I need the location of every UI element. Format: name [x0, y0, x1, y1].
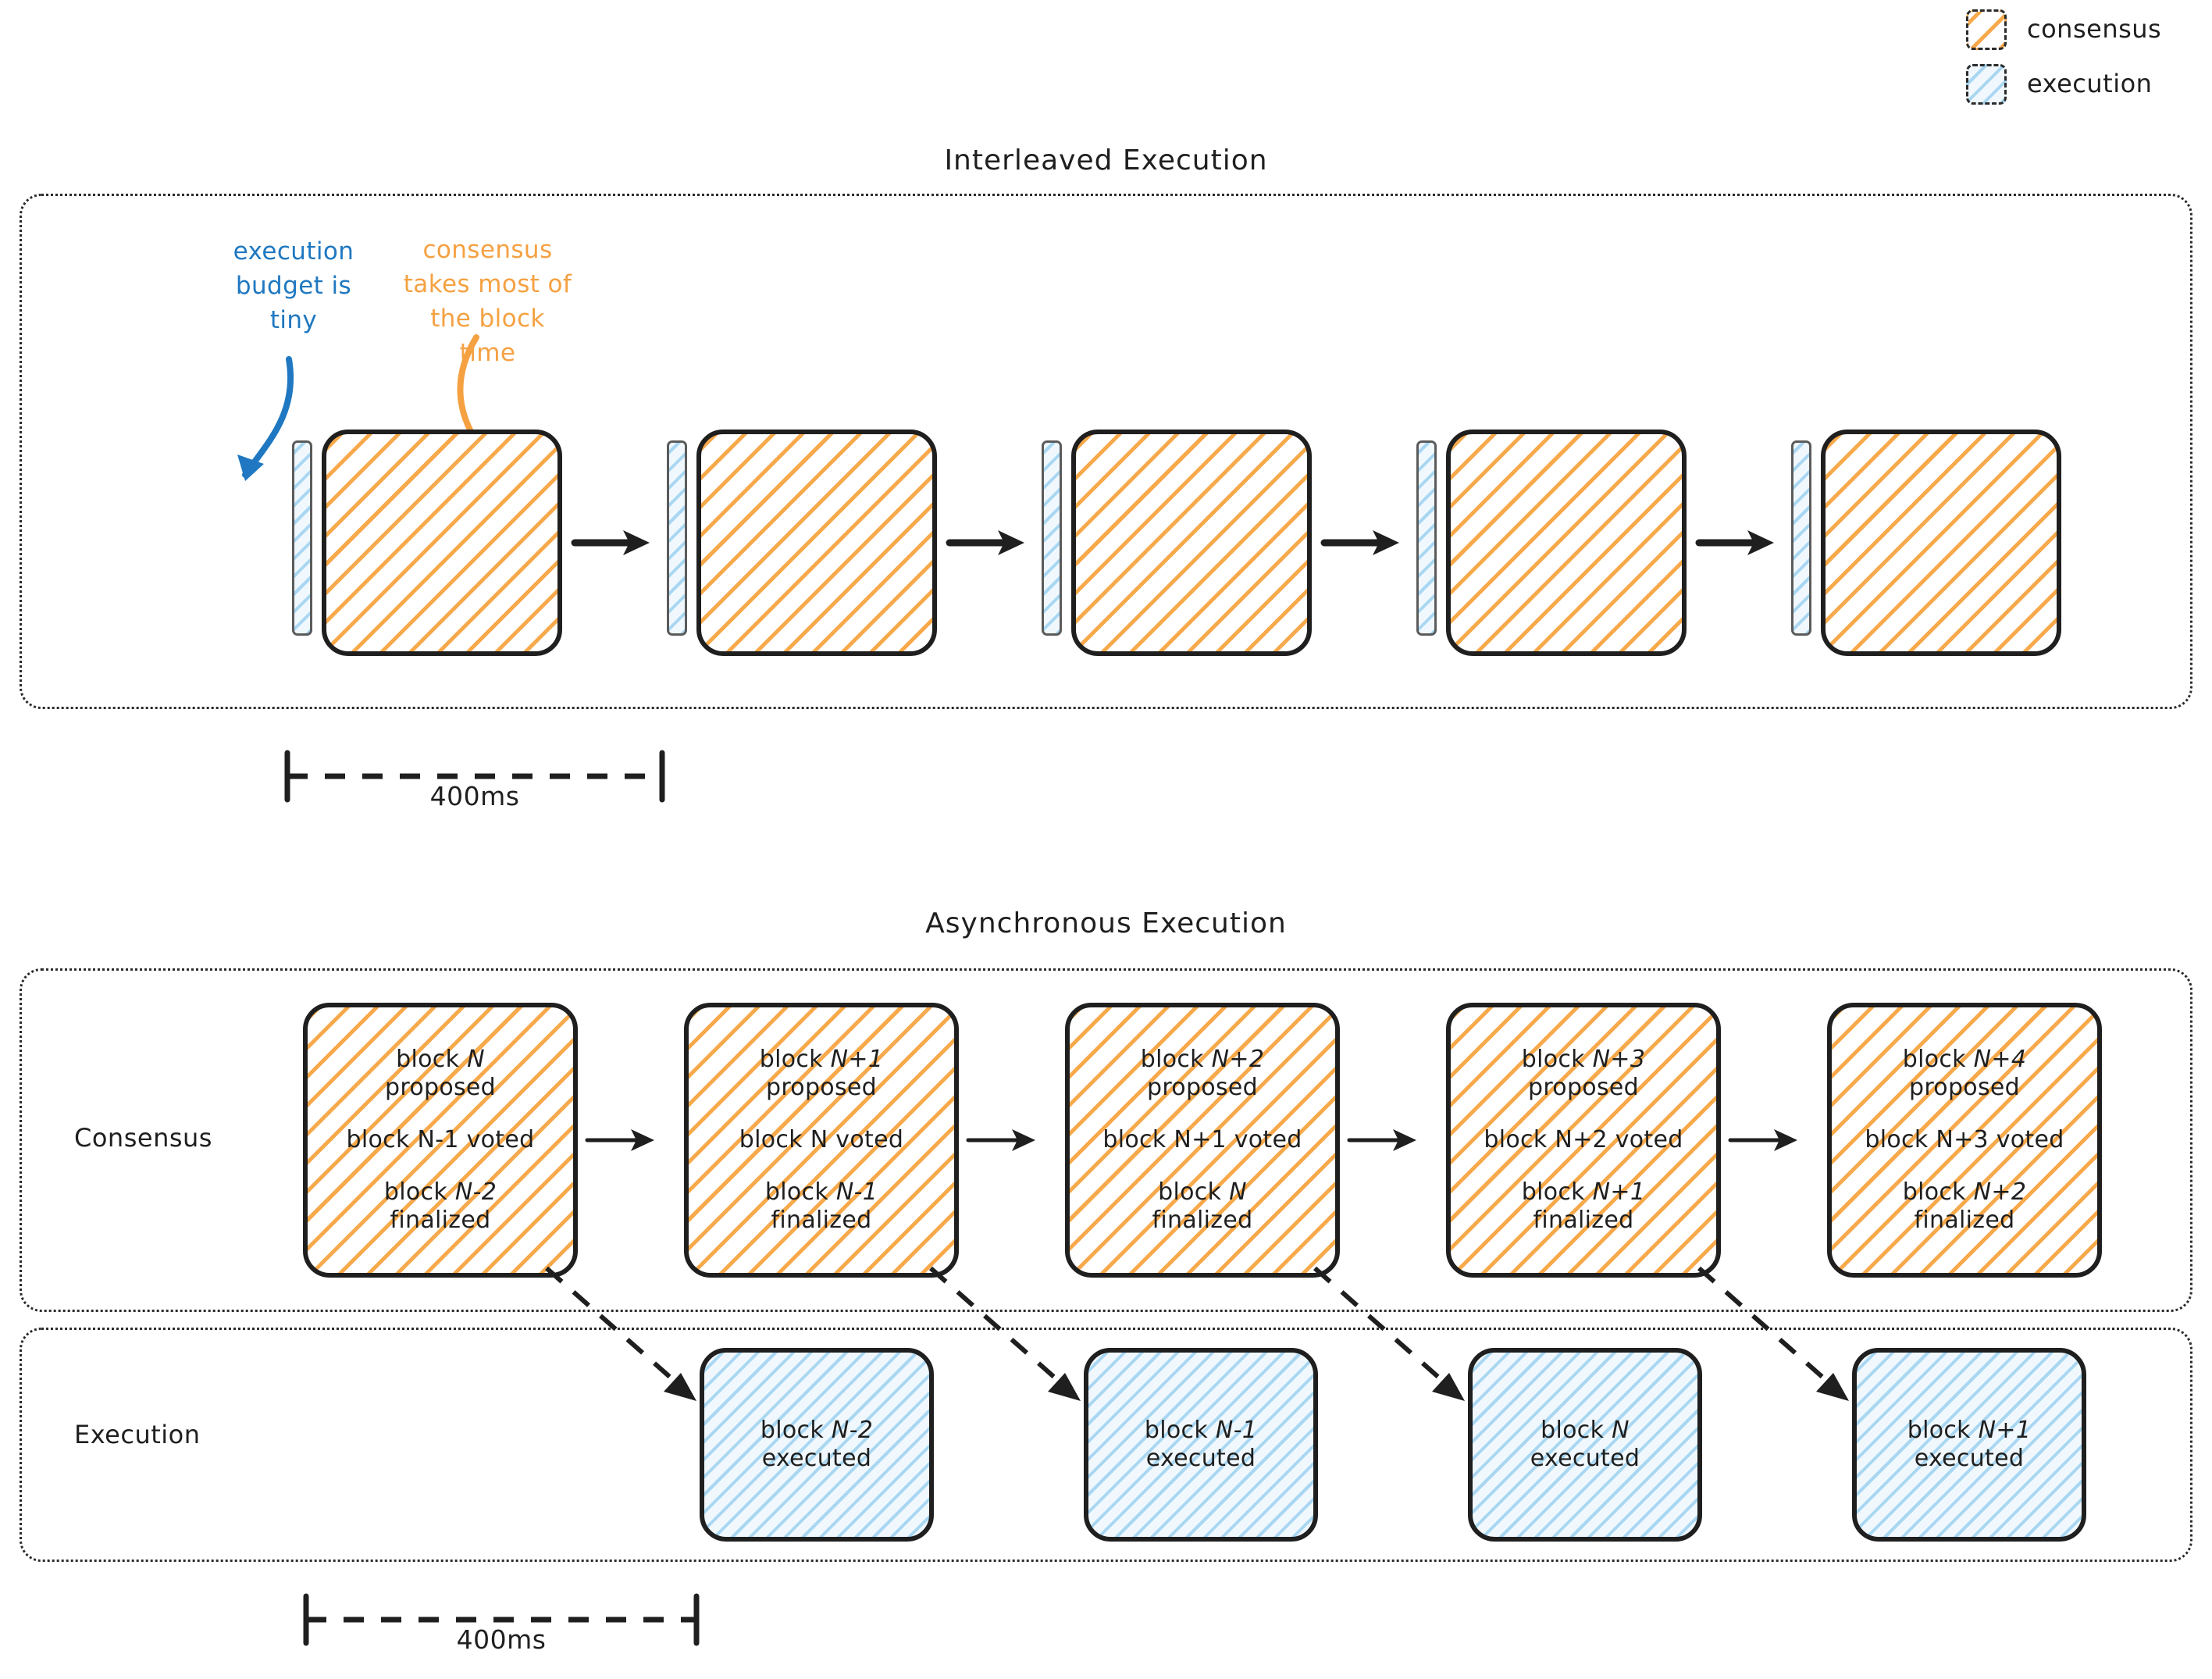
handoff-arrow-1: [545, 1266, 696, 1401]
interleaved-measure-label: 400ms: [429, 781, 520, 811]
execution-block-text: block N executed: [1530, 1417, 1640, 1472]
async-consensus-block: block N+3 proposed block N+2 voted block…: [1446, 1003, 1721, 1278]
consensus-block-finalized: block N+2 finalized: [1902, 1178, 2027, 1234]
interleaved-measure-bar: [284, 750, 665, 803]
consensus-block-finalized: block N+1 finalized: [1521, 1178, 1646, 1234]
consensus-block-proposed: block N proposed: [385, 1046, 496, 1102]
interleaved-arrow-3: [1320, 530, 1399, 555]
consensus-block-proposed: block N+3 proposed: [1521, 1046, 1646, 1102]
async-execution-block: block N+1 executed: [1852, 1348, 2086, 1542]
async-consensus-block: block N+4 proposed block N+3 voted block…: [1827, 1003, 2102, 1278]
async-execution-block: block N-1 executed: [1084, 1348, 1318, 1542]
annotation-arrow-execution: [237, 356, 294, 481]
consensus-block-proposed: block N+2 proposed: [1140, 1046, 1265, 1102]
interleaved-consensus-block: [1446, 430, 1687, 656]
async-execution-container: [20, 1328, 2192, 1562]
consensus-block-voted: block N-1 voted: [346, 1125, 535, 1153]
execution-block-text: block N+1 executed: [1907, 1417, 2032, 1472]
consensus-hatch-icon: [1966, 9, 2007, 50]
interleaved-consensus-block: [1821, 430, 2061, 656]
annotation-execution-budget: execution budget is tiny: [233, 237, 354, 335]
async-measure-label: 400ms: [456, 1624, 547, 1655]
async-measure-bar: [303, 1593, 700, 1646]
interleaved-arrow-2: [946, 530, 1024, 555]
legend-item-consensus: consensus: [1966, 6, 2200, 50]
interleaved-container: [20, 194, 2192, 709]
consensus-block-voted: block N+1 voted: [1102, 1125, 1302, 1153]
async-row-label-consensus: Consensus: [74, 1123, 212, 1153]
consensus-block-voted: block N voted: [739, 1125, 904, 1153]
execution-block-text: block N-2 executed: [760, 1417, 874, 1472]
handoff-arrow-4: [1697, 1266, 1849, 1401]
interleaved-consensus-block: [322, 430, 562, 656]
async-consensus-container: [20, 968, 2192, 1312]
legend: consensus execution: [1966, 6, 2200, 108]
interleaved-arrow-1: [571, 530, 650, 555]
handoff-arrow-3: [1313, 1266, 1465, 1401]
interleaved-execution-sliver: [1416, 440, 1437, 636]
consensus-block-finalized: block N-1 finalized: [764, 1178, 878, 1234]
consensus-block-proposed: block N+4 proposed: [1902, 1046, 2027, 1102]
async-consensus-arrow-1: [585, 1129, 654, 1151]
legend-label-consensus: consensus: [2027, 14, 2162, 44]
interleaved-execution-sliver: [667, 440, 687, 636]
async-row-label-execution: Execution: [74, 1420, 201, 1449]
async-section-title: Asynchronous Execution: [925, 907, 1287, 939]
async-consensus-block: block N+1 proposed block N voted block N…: [684, 1003, 959, 1278]
async-consensus-block: block N proposed block N-1 voted block N…: [303, 1003, 578, 1278]
async-execution-block: block N-2 executed: [700, 1348, 934, 1542]
interleaved-execution-sliver: [292, 440, 312, 636]
annotation-consensus-share: consensus takes most of the block time: [403, 236, 572, 368]
async-consensus-block: block N+2 proposed block N+1 voted block…: [1065, 1003, 1340, 1278]
consensus-block-finalized: block N-2 finalized: [383, 1178, 497, 1234]
interleaved-consensus-block: [696, 430, 937, 656]
execution-block-text: block N-1 executed: [1144, 1417, 1258, 1472]
legend-item-execution: execution: [1966, 61, 2200, 105]
async-consensus-arrow-3: [1347, 1129, 1416, 1151]
execution-hatch-icon: [1966, 64, 2007, 105]
async-execution-block: block N executed: [1468, 1348, 1702, 1542]
interleaved-execution-sliver: [1042, 440, 1062, 636]
consensus-block-proposed: block N+1 proposed: [759, 1046, 884, 1102]
handoff-arrow-2: [929, 1266, 1081, 1401]
consensus-block-finalized: block N finalized: [1152, 1178, 1253, 1234]
consensus-block-voted: block N+2 voted: [1484, 1125, 1683, 1153]
interleaved-consensus-block: [1071, 430, 1312, 656]
interleaved-section-title: Interleaved Execution: [944, 144, 1268, 176]
async-consensus-arrow-4: [1728, 1129, 1797, 1151]
interleaved-execution-sliver: [1791, 440, 1811, 636]
legend-label-execution: execution: [2027, 69, 2153, 98]
async-consensus-arrow-2: [966, 1129, 1035, 1151]
interleaved-arrow-4: [1695, 530, 1774, 555]
consensus-block-voted: block N+3 voted: [1865, 1125, 2064, 1153]
